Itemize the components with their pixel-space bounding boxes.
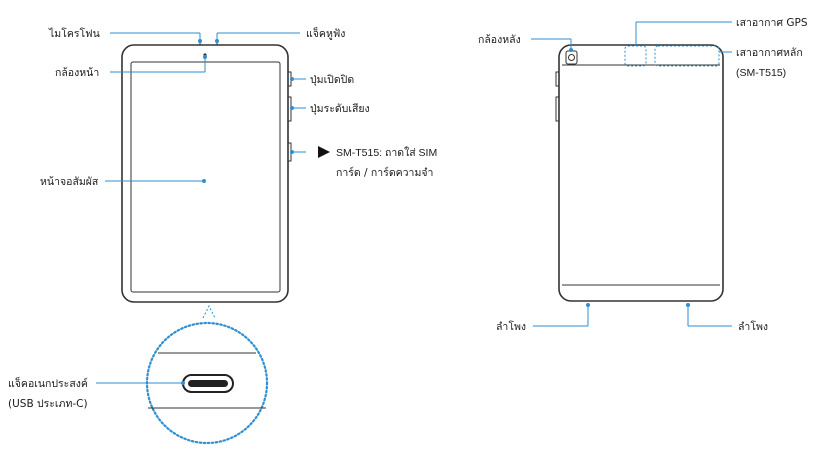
- main-antenna-area: [654, 45, 720, 67]
- label-gps-antenna: เสาอากาศ GPS: [736, 17, 808, 29]
- label-microphone: ไมโครโฟน: [48, 27, 100, 40]
- label-main-antenna-line2: (SM-T515): [736, 67, 786, 79]
- label-speaker-right: ลำโพง: [738, 320, 768, 333]
- label-rear-camera: กล้องหลัง: [478, 34, 521, 46]
- back-view: กล้องหลัง เสาอากาศ GPS เสาอากาศหลัก (SM-…: [478, 17, 808, 333]
- back-device-body: [558, 44, 724, 302]
- usb-c-port-inner: [188, 380, 228, 387]
- label-multipurpose-jack-line1: แจ็คอเนกประสงค์: [8, 376, 88, 390]
- label-touchscreen: หน้าจอสัมผัส: [40, 176, 99, 188]
- front-device-body: [121, 44, 289, 303]
- label-volume-key: ปุ่มระดับเสียง: [310, 102, 370, 115]
- label-multipurpose-jack-line2: (USB ประเภท-C): [8, 398, 88, 410]
- sim-tray-arrow-icon: [318, 146, 330, 158]
- gps-antenna-area: [624, 45, 647, 67]
- label-sim-tray-line2: การ์ด / การ์ดความจำ: [336, 166, 433, 179]
- label-main-antenna-line1: เสาอากาศหลัก: [736, 47, 803, 59]
- back-power-button-outline: [555, 71, 560, 87]
- label-headset-jack: แจ็คหูฟัง: [306, 26, 345, 40]
- label-sim-tray-line1: SM-T515: ถาดใส่ SIM: [336, 146, 437, 159]
- rear-camera-housing: [565, 50, 578, 65]
- front-view: ไมโครโฟน แจ็คหูฟัง กล้องหน้า ปุ่มเปิดปิด…: [8, 26, 437, 445]
- label-power-key: ปุ่มเปิดปิด: [310, 74, 354, 86]
- front-display: [130, 61, 281, 293]
- label-speaker-left: ลำโพง: [496, 320, 526, 333]
- label-front-camera: กล้องหน้า: [55, 67, 99, 79]
- rear-camera-lens: [568, 54, 575, 61]
- back-volume-button-outline: [555, 96, 560, 122]
